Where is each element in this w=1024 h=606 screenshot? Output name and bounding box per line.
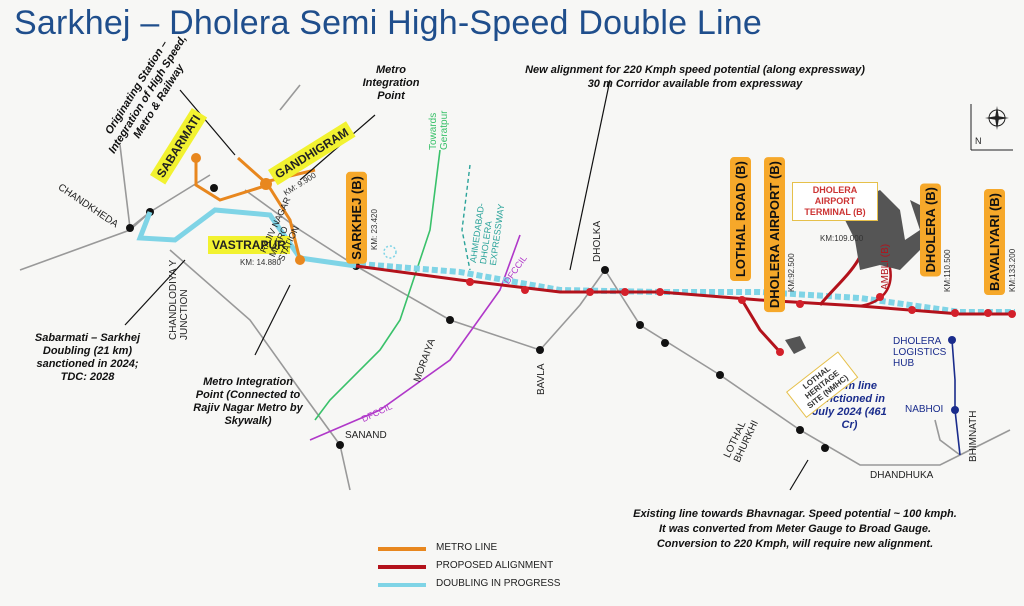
- proposed-alignment: [355, 264, 1015, 316]
- place-bhimnath: BHIMNATH: [968, 410, 979, 462]
- place-bavla: BAVLA: [536, 363, 547, 396]
- existing-rail-lines: [19, 84, 1011, 491]
- page-title: Sarkhej – Dholera Semi High-Speed Double…: [14, 4, 762, 42]
- expressway-line: [461, 164, 471, 271]
- rail-city-left: [279, 84, 301, 111]
- place-dholka: DHOLKA: [592, 220, 603, 262]
- compass-icon: N: [970, 104, 1013, 151]
- place-dholera-logistics: DHOLERA LOGISTICS HUB: [893, 336, 947, 369]
- legend-metro-line: METRO LINE: [378, 540, 598, 558]
- place-chandlodiya: CHANDLODIYA Y JUNCTION: [168, 259, 190, 340]
- rail-bhimnath: [934, 419, 961, 456]
- legend-metro-label: METRO LINE: [436, 542, 498, 553]
- bavaliyari-km: KM:133.200: [1008, 248, 1017, 292]
- note-existing-1: Existing line towards Bhavnagar. Speed p…: [633, 508, 957, 520]
- note-new-alignment-1: New alignment for 220 Kmph speed potenti…: [525, 64, 865, 76]
- rail-chandkheda-north: [119, 144, 211, 230]
- note-existing-2: It was converted from Meter Gauge to Bro…: [659, 523, 931, 535]
- metro-line: [194, 158, 302, 261]
- station-bavaliyari: BAVALIYARI (B): [984, 189, 1005, 295]
- place-nabhoi: NABHOI: [905, 404, 944, 415]
- proposed-stations: [466, 222, 1016, 356]
- vastrapur-km: KM: 14.880: [240, 258, 281, 267]
- logistics-hub-line: [951, 339, 961, 456]
- corridor-dashed: [359, 261, 1015, 315]
- lothal-heritage-area: [785, 336, 806, 354]
- place-sanand: SANAND: [345, 430, 387, 441]
- place-dhandhuka: DHANDHUKA: [870, 470, 934, 481]
- station-dholera: DHOLERA (B): [920, 183, 941, 277]
- legend-proposed-label: PROPOSED ALIGNMENT: [436, 560, 554, 571]
- dholera-km: KM:110.500: [943, 249, 952, 292]
- legend-doubling-label: DOUBLING IN PROGRESS: [436, 578, 561, 589]
- terminal-km: KM:109.000: [820, 234, 864, 243]
- geratpur-line: [314, 149, 441, 421]
- legend-proposed-alignment: PROPOSED ALIGNMENT: [378, 558, 598, 576]
- note-new-alignment-2: 30 m Corridor available from expressway: [587, 78, 803, 90]
- map-legend: METRO LINE PROPOSED ALIGNMENT DOUBLING I…: [378, 540, 598, 594]
- note-sabarmati-doubling: Sabarmati – Sarkhej Doubling (21 km) san…: [34, 332, 141, 383]
- callout-arrows: [124, 79, 809, 491]
- svg-text:N: N: [975, 136, 982, 146]
- station-lothal-road: LOTHAL ROAD (B): [730, 157, 751, 282]
- station-vastrapur: VASTRAPUR: [208, 236, 290, 254]
- note-existing-3: Conversion to 220 Kmph, will require new…: [656, 538, 934, 550]
- rail-chandkheda-west: [19, 211, 151, 271]
- legend-doubling: DOUBLING IN PROGRESS: [378, 576, 598, 594]
- rail-city-mid: [244, 189, 357, 267]
- rail-chandlodiya-sanand: [169, 249, 351, 491]
- station-dholera-airport: DHOLERA AIRPORT (B): [764, 157, 785, 313]
- station-ambli: AMBLI (B): [880, 243, 891, 290]
- note-metro-integration-bottom: Metro Integration Point (Connected to Ra…: [193, 376, 303, 427]
- sarkhej-km: KM: 23.420: [370, 209, 379, 250]
- note-metro-integration-top: Metro Integration Point: [362, 64, 420, 102]
- station-dholera-airport-terminal: DHOLERA AIRPORT TERMINAL (B): [792, 182, 878, 221]
- dfccil-line: [309, 234, 521, 441]
- proposed-lothal-spur: [740, 299, 782, 354]
- rail-dholka-south: [604, 269, 1011, 466]
- dholera-airport-km: KM:92.500: [787, 253, 796, 292]
- station-sarkhej: SARKHEJ (B): [346, 172, 367, 264]
- place-towards-geratpur: Towards Geratpur: [428, 110, 450, 150]
